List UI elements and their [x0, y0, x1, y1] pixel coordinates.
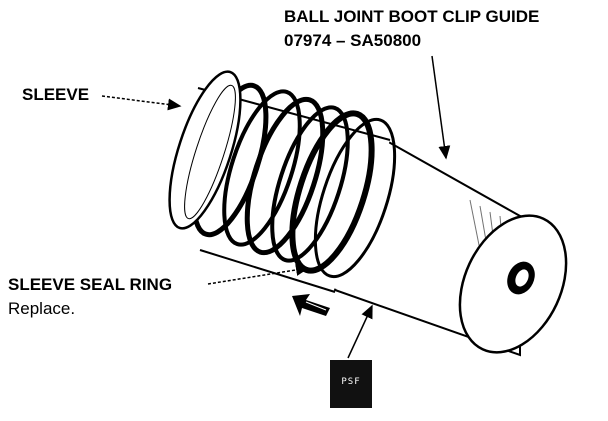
sleeve-front-face	[168, 70, 242, 230]
seal-ring-note: Replace.	[8, 299, 76, 318]
tool-name-label: BALL JOINT BOOT CLIP GUIDE	[284, 7, 540, 26]
tool-number-label: 07974 – SA50800	[284, 31, 422, 50]
leader-sleeve	[101, 95, 182, 111]
leader-seal-ring	[207, 263, 310, 285]
psf-label: PSF	[341, 377, 361, 387]
lubricant-can-icon: PSF	[330, 360, 372, 408]
leader-tool	[431, 55, 451, 160]
direction-arrow-icon	[292, 294, 330, 316]
sleeve-body	[195, 90, 390, 290]
seal-ring-label: SLEEVE SEAL RING	[8, 275, 173, 294]
leader-psf	[347, 304, 373, 359]
sleeve-label: SLEEVE	[22, 85, 90, 104]
sleeve-front-bevel	[184, 84, 236, 220]
threaded-hole-bore	[515, 269, 529, 287]
